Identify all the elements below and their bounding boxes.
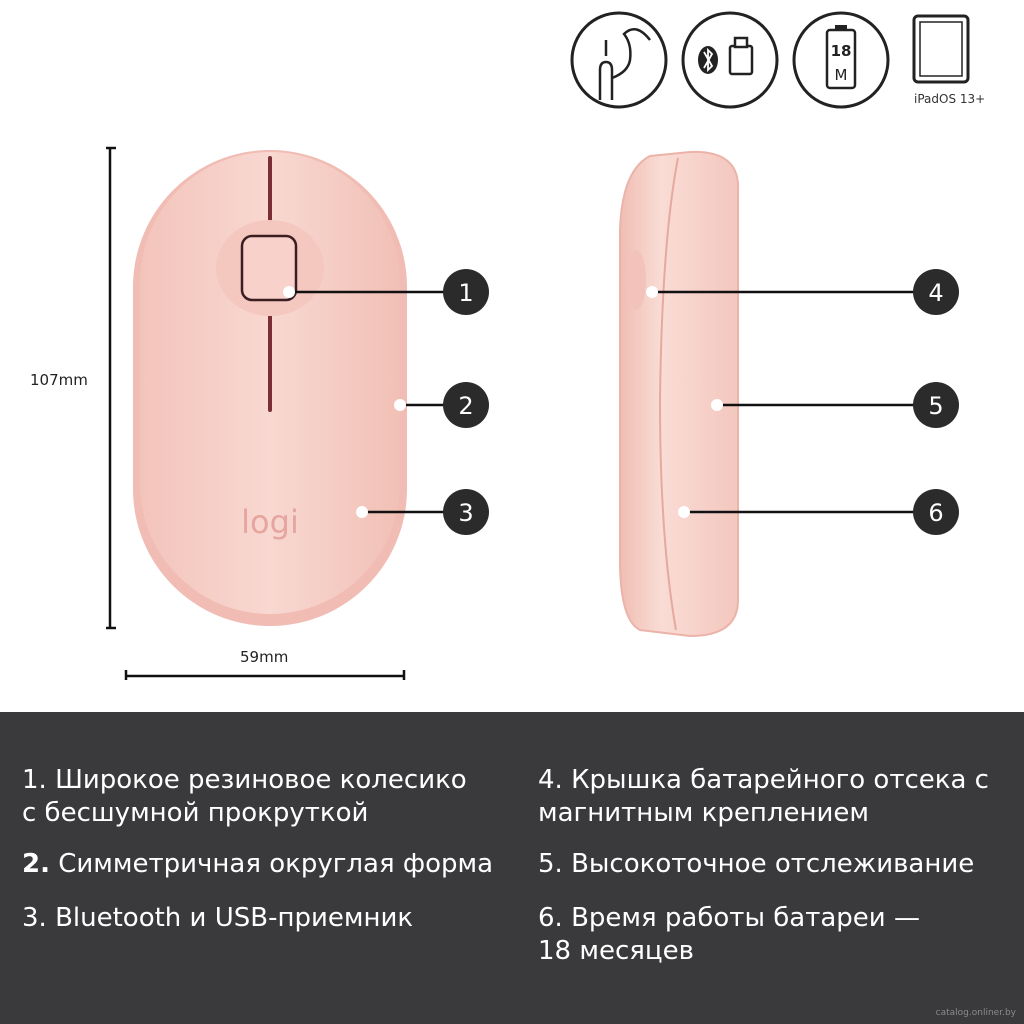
mouse-top-view: logi (133, 150, 407, 626)
feature-1: 1. Широкое резиновое колесико с бесшумно… (22, 764, 467, 830)
tablet-icon (912, 14, 970, 84)
feature-3: 3. Bluetooth и USB-приемник (22, 902, 413, 935)
feature-3-line1: 3. Bluetooth и USB-приемник (22, 903, 414, 933)
callout-badge-5: 5 (913, 382, 959, 428)
callout-number: 6 (928, 499, 943, 527)
feature-2-text: Симметричная округлая форма (49, 849, 494, 879)
feature-5-line1: 5. Высокоточное отслеживание (538, 849, 975, 879)
ipados-label: iPadOS 13+ (914, 92, 986, 106)
feature-6-line1: 6. Время работы батареи — (538, 903, 920, 933)
feature-4-line2: магнитным креплением (538, 798, 869, 828)
callout-lines (283, 286, 936, 518)
feature-2: 2. Симметричная округлая форма (22, 848, 493, 881)
callout-badge-6: 6 (913, 489, 959, 535)
feature-5: 5. Высокоточное отслеживание (538, 848, 974, 881)
bluetooth-usb-icon (681, 11, 779, 109)
callout-badge-3: 3 (443, 489, 489, 535)
height-dimension-line (106, 146, 116, 630)
width-dimension-line (124, 670, 406, 680)
callout-badge-1: 1 (443, 269, 489, 315)
width-label: 59mm (240, 648, 289, 666)
callout-number: 4 (928, 279, 943, 307)
logi-logo: logi (241, 503, 299, 541)
feature-6-line2: 18 месяцев (538, 936, 694, 966)
battery-unit: M (835, 66, 848, 84)
callout-badge-2: 2 (443, 382, 489, 428)
mouse-side-view (619, 150, 740, 638)
battery-value: 18 (831, 42, 852, 60)
product-illustration: 18 M logi (106, 11, 970, 680)
callout-number: 5 (928, 392, 943, 420)
callout-number: 1 (458, 279, 473, 307)
watermark: catalog.onliner.by (935, 1008, 1016, 1018)
feature-1-line2: с бесшумной прокруткой (22, 798, 369, 828)
height-label: 107mm (30, 371, 88, 389)
feature-6: 6. Время работы батареи — 18 месяцев (538, 902, 920, 968)
features-panel: 1. Широкое резиновое колесико с бесшумно… (0, 712, 1024, 1024)
feature-4: 4. Крышка батарейного отсека с магнитным… (538, 764, 989, 830)
callout-number: 2 (458, 392, 473, 420)
callout-badge-4: 4 (913, 269, 959, 315)
feature-4-line1: 4. Крышка батарейного отсека с (538, 765, 989, 795)
silent-click-icon (570, 11, 668, 109)
feature-2-number: 2. (22, 849, 50, 879)
feature-1-line1: 1. Широкое резиновое колесико (22, 765, 467, 795)
callout-number: 3 (458, 499, 473, 527)
battery-icon: 18 M (792, 11, 890, 109)
